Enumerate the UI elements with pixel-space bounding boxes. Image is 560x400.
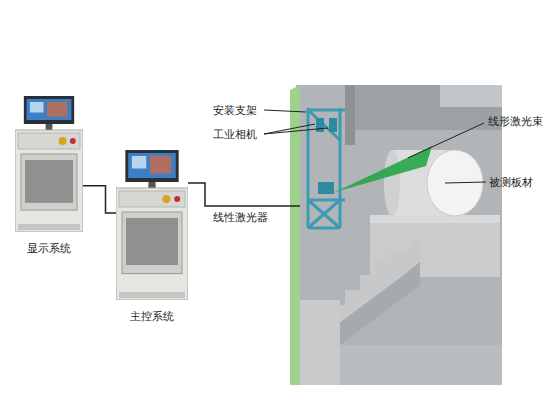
- cable-line: [83, 186, 116, 213]
- system-label: 主控系统: [130, 309, 174, 324]
- part-label: 线性激光器: [213, 210, 268, 225]
- part-label: 线形激光束: [488, 114, 543, 129]
- system-label: 显示系统: [27, 241, 71, 256]
- cabinet-figure: [15, 96, 83, 232]
- part-label: 工业相机: [213, 127, 257, 142]
- cabinet-box: 主控系统: [116, 150, 188, 300]
- cabinet-figure: [116, 150, 188, 300]
- part-label: 安装支架: [213, 103, 257, 118]
- part-label: 被测板材: [489, 175, 533, 190]
- cabinet-box: 显示系统: [15, 96, 83, 232]
